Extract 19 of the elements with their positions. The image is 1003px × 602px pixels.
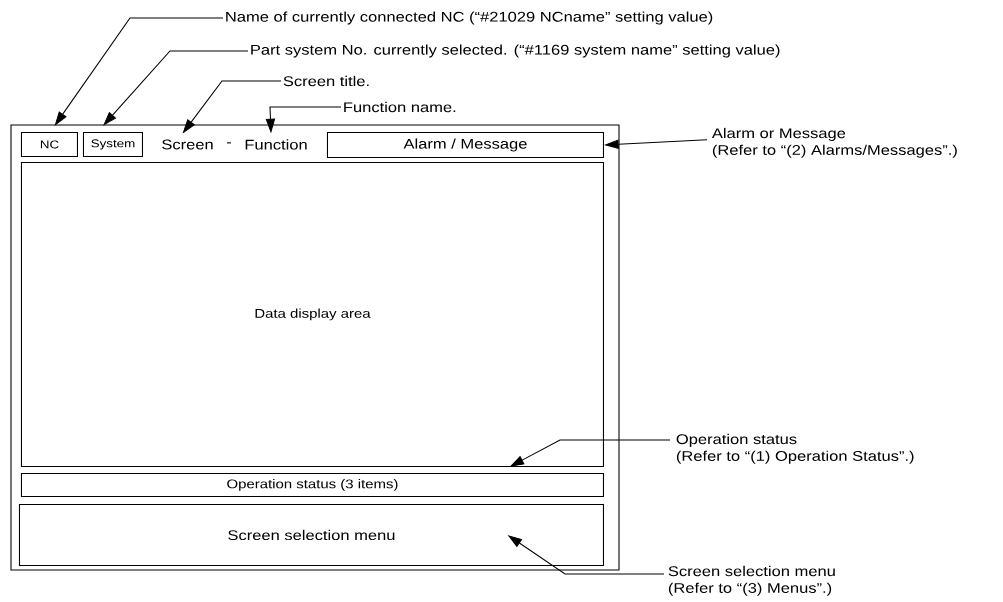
function-name-text: Function	[245, 139, 307, 150]
nc-name-box: NC	[20, 131, 78, 157]
operation-status-bar: Operation status (3 items)	[20, 472, 604, 497]
system-name-box: System	[82, 131, 143, 157]
leader-arrow	[54, 17, 224, 126]
callout-text: Alarm or Message (Refer to “(2) Alarms/Messages”.)	[711, 127, 957, 158]
screen-frame	[10, 124, 620, 571]
callout-text: Screen selection menu (Refer to “(3) Menus”.)	[668, 565, 835, 596]
screen-selection-menu: Screen selection menu	[18, 503, 604, 566]
callout-text: Function name.	[344, 101, 456, 113]
callout-text: Name of currently connected NC (“#21029 NCname” setting value)	[226, 11, 713, 25]
leader-arrow	[103, 50, 249, 126]
separator-text: -	[227, 142, 232, 144]
screen-title-text: Screen	[162, 139, 213, 150]
alarm-message-box: Alarm / Message	[326, 131, 604, 158]
data-display-area: Data display area	[20, 161, 604, 467]
callout-text: Operation status (Refer to “(1) Operation Status”.)	[676, 433, 914, 464]
callout-text: Part system No. currently selected. (“#1169 system name” setting value)	[251, 44, 780, 58]
callout-text: Screen title.	[283, 75, 369, 87]
